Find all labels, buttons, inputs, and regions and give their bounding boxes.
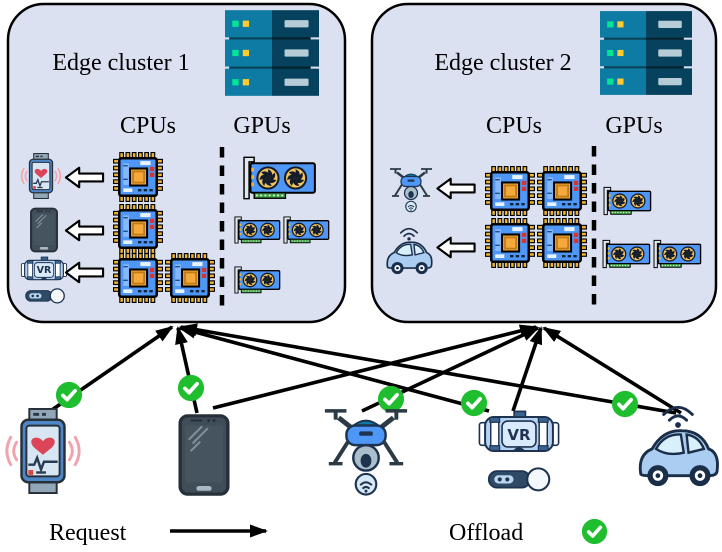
cpu-chip-icon xyxy=(113,253,163,303)
legend: Request Offload xyxy=(49,518,608,546)
connections-layer xyxy=(44,323,682,418)
vr-controller-icon xyxy=(487,467,551,492)
cluster-2-gpus-label: GPUs xyxy=(605,113,662,139)
phone-icon xyxy=(29,207,59,253)
clusters-layer: Edge cluster 1 Edge cluster 2 CPUs GPUs … xyxy=(6,2,718,324)
vr-label: VR xyxy=(507,426,531,444)
cpu-chip-icon xyxy=(113,152,163,202)
server-rack-icon xyxy=(600,11,692,95)
vr-label: VR xyxy=(37,265,52,276)
offload-check-icon xyxy=(55,381,83,409)
cluster-1-cpus-label: CPUs xyxy=(120,113,176,139)
offload-check-icon xyxy=(177,374,205,402)
gpu-card-icon xyxy=(603,186,652,216)
gpu-card-icon xyxy=(282,215,330,245)
cpu-chip-icon xyxy=(537,166,587,216)
smartphone-icon xyxy=(178,414,230,496)
offload-check-icon xyxy=(460,389,488,417)
request-arrow xyxy=(179,323,677,415)
server-rack-icon xyxy=(225,10,319,96)
cpu-chip-icon xyxy=(485,218,535,268)
legend-offload-label: Offload xyxy=(449,520,523,546)
gpu-card-icon xyxy=(233,265,281,295)
devices-layer: VR xyxy=(5,405,720,496)
cluster-2-title: Edge cluster 2 xyxy=(434,50,571,76)
legend-offload-check-icon xyxy=(581,518,608,545)
gpu-card-icon xyxy=(233,215,281,245)
gpu-card-icon xyxy=(653,239,702,269)
cluster-1-title: Edge cluster 1 xyxy=(52,50,189,76)
drone-icon xyxy=(325,411,407,495)
gpu-card-icon xyxy=(242,156,316,200)
cluster-2-cpus-label: CPUs xyxy=(486,113,542,139)
request-arrow xyxy=(212,324,538,410)
cpu-chip-icon xyxy=(113,204,163,254)
smartwatch-icon xyxy=(5,408,81,494)
request-arrow xyxy=(511,326,543,412)
request-arrow xyxy=(178,325,490,413)
vr-controller-icon xyxy=(25,288,65,304)
request-arrow xyxy=(542,326,682,415)
cluster-resource-rows: VR xyxy=(20,152,702,304)
offload-check-icon xyxy=(377,385,405,413)
offload-check-icon xyxy=(611,390,639,418)
car-icon xyxy=(638,405,720,488)
gpu-card-icon xyxy=(602,239,651,269)
cpu-chip-icon xyxy=(485,166,535,216)
legend-request-label: Request xyxy=(49,520,127,546)
cpu-chip-icon xyxy=(537,218,587,268)
cluster-1-gpus-label: GPUs xyxy=(233,113,290,139)
cpu-chip-icon xyxy=(165,253,215,303)
